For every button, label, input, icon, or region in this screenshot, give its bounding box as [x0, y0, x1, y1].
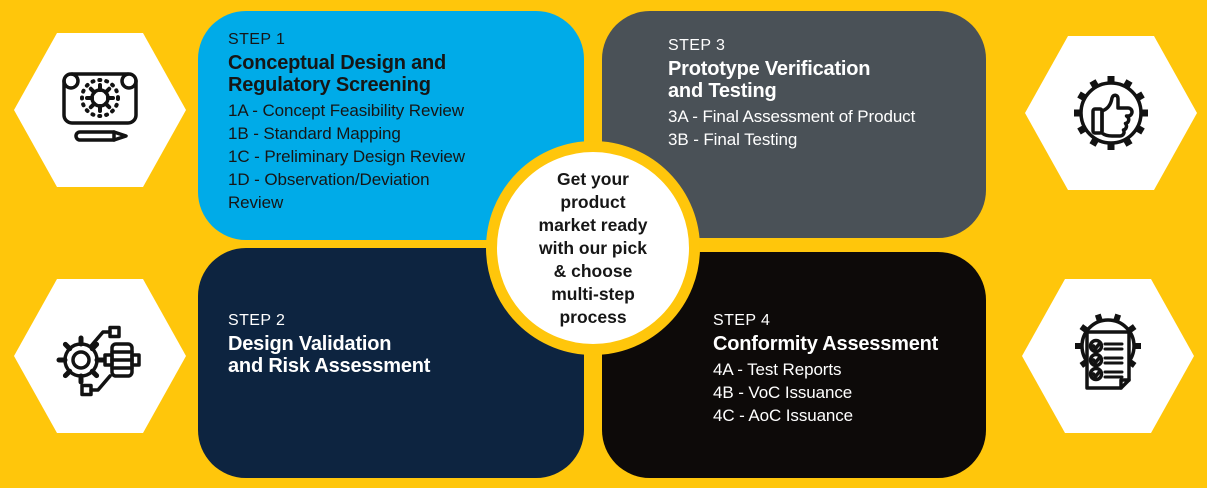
gear-checklist-icon — [1075, 313, 1141, 390]
step-4-card: STEP 4 Conformity Assessment 4A - Test R… — [602, 252, 986, 478]
step-1-item-line: 1C - Preliminary Design Review — [228, 147, 465, 166]
step-4-title: Conformity Assessment — [713, 333, 972, 355]
step-4-item-line: 4A - Test Reports — [713, 360, 842, 379]
step-1-label: STEP 1 — [228, 31, 286, 48]
step-2-title-line: Design Validation — [228, 333, 392, 355]
hex-badge-top-right — [1025, 36, 1197, 190]
step-4-item-line: 4C - AoC Issuance — [713, 406, 854, 425]
center-circle-text-line: market ready — [538, 214, 648, 235]
blueprint-gear-pencil-icon — [62, 72, 138, 142]
step-4-items: 4A - Test Reports 4B - VoC Issuance 4C - A… — [713, 358, 972, 427]
hex-badge-bottom-right — [1022, 279, 1194, 433]
step-3-item-line: 3A - Final Assessment of Product — [668, 107, 916, 126]
step-3-title-line: and Testing — [668, 80, 777, 102]
center-circle-text-line: Get your — [557, 168, 629, 189]
step-3-title-line: Prototype Verification — [668, 58, 871, 80]
step-3-item-line: 3B - Final Testing — [668, 130, 798, 149]
hex-badge-bottom-left — [14, 279, 186, 433]
step-3-label: STEP 3 — [668, 37, 726, 54]
step-1-title-line: Regulatory Screening — [228, 74, 431, 96]
hex-badge-top-left — [14, 33, 186, 187]
step-2-label: STEP 2 — [228, 312, 286, 329]
step-4-label: STEP 4 — [713, 312, 771, 329]
center-circle-text-line: with our pick — [539, 237, 647, 258]
step-1-items: 1A - Concept Feasibility Review 1B - Stan… — [228, 99, 566, 214]
gears-automation-icon — [56, 325, 141, 397]
step-1-item-line: 1D - Observation/Deviation — [228, 170, 430, 189]
step-4-title-line: Conformity Assessment — [713, 333, 939, 355]
step-1-title-line: Conceptual Design and — [228, 52, 447, 74]
center-circle-text-line: process — [559, 306, 627, 327]
step-1-item-line: 1B - Standard Mapping — [228, 124, 401, 143]
center-circle-text-line: multi-step — [551, 283, 635, 304]
step-2-title-line: and Risk Assessment — [228, 355, 431, 377]
step-3-items: 3A - Final Assessment of Product 3B - Fin… — [668, 105, 970, 151]
step-1-item-line: Review — [228, 193, 284, 212]
gear-thumbs-up-icon — [1074, 76, 1148, 150]
center-circle-text-line: & choose — [553, 260, 633, 281]
step-4-item-line: 4B - VoC Issuance — [713, 383, 853, 402]
center-circle-text-line: product — [560, 191, 626, 212]
step-1-item-line: 1A - Concept Feasibility Review — [228, 101, 464, 120]
